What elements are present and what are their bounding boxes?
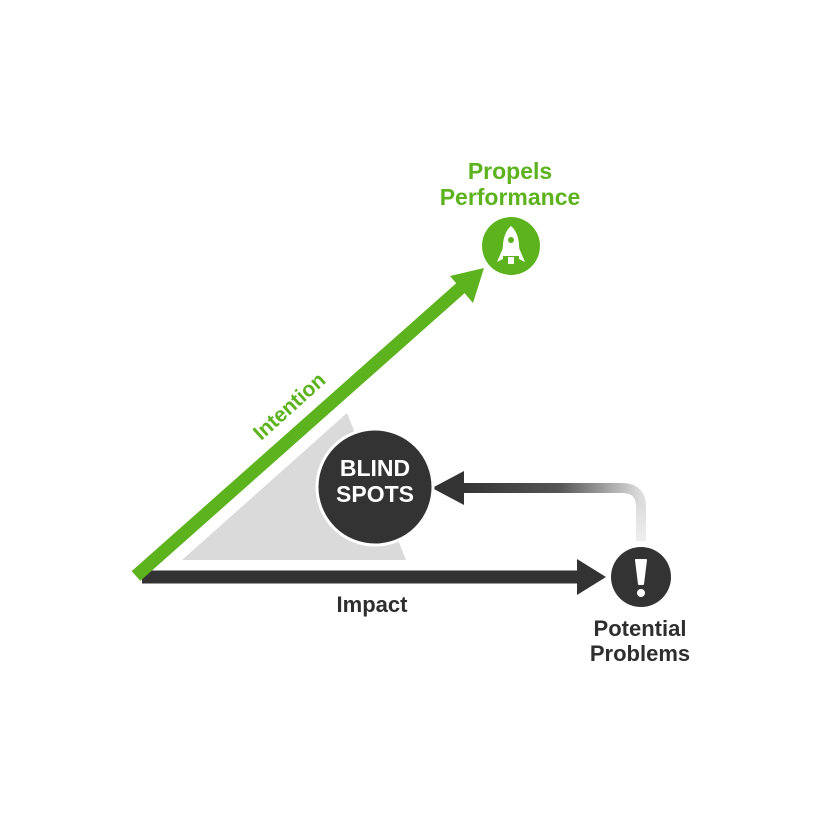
potential-text: Potential [593,616,687,641]
potential-problems-label: Potential Problems [560,616,720,667]
intention-arrow-head [450,268,484,303]
rocket-icon [482,217,540,275]
blind-spots-circle [315,427,435,547]
impact-label: Impact [336,592,408,617]
feedback-arrow-head [432,471,464,505]
intention-arrow-line [131,280,469,581]
problems-text: Problems [589,641,691,667]
propels-performance-label: Propels Performance [410,158,610,211]
feedback-arrow-line [460,483,646,540]
feedback-arrow-stem [636,505,646,541]
propels-text: Propels [467,158,553,184]
performance-text: Performance [439,184,581,211]
exclamation-icon [611,547,671,607]
blind-spots-label: BLIND SPOTS [320,455,430,508]
spots-text: SPOTS [336,481,414,508]
impact-arrow-head [577,559,606,595]
blind-text: BLIND [339,455,411,481]
